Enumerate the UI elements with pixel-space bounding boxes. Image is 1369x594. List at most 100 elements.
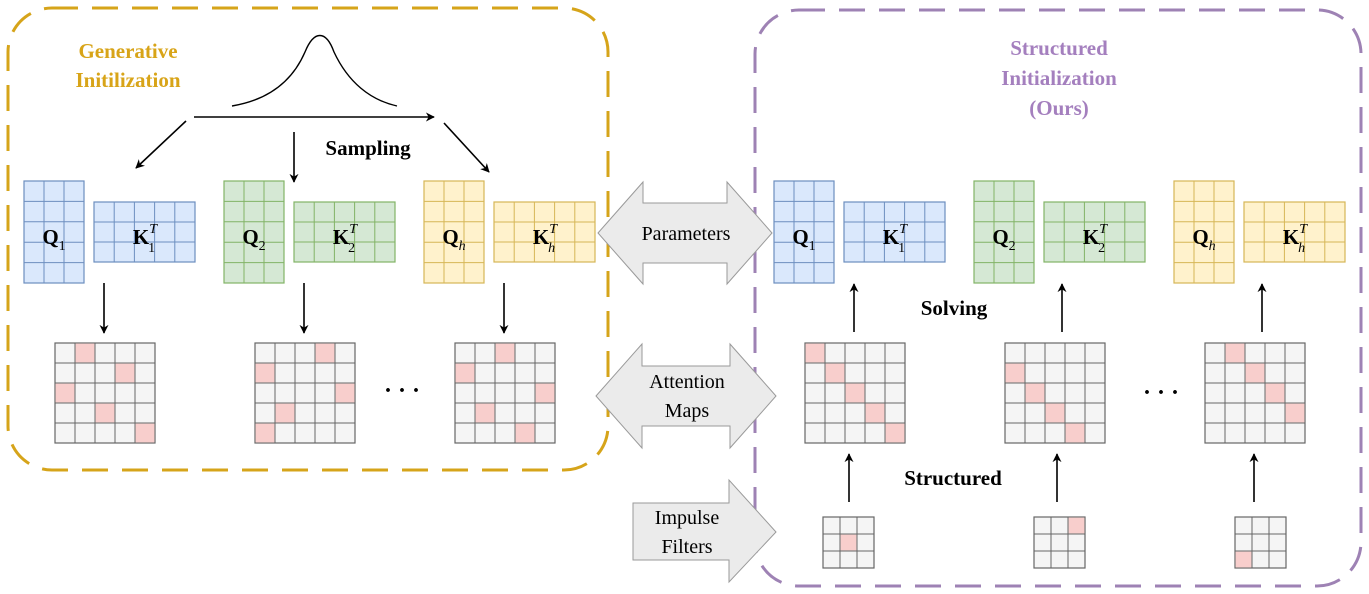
- struct-q3-subscript: h: [1209, 239, 1216, 254]
- structured-panel-border: [753, 8, 1363, 588]
- struct-attention-map-2-highlight-4: [1065, 423, 1085, 443]
- attention-maps-double-arrow: [595, 342, 777, 450]
- gen-k-label-2: KT 2: [333, 222, 358, 256]
- struct-attention-map-3-highlight-4: [1285, 403, 1305, 423]
- struct-attention-map-1-highlight-4: [865, 403, 885, 423]
- gen-q2-subscript: 2: [259, 239, 266, 254]
- gaussian-curve: [231, 34, 398, 107]
- gen-k3-subscript: h: [548, 241, 555, 256]
- struct-attention-map-1-highlight-3: [845, 383, 865, 403]
- struct-q-matrix-3: [1173, 180, 1235, 284]
- impulse-filters-label-line1: Impulse: [655, 507, 720, 529]
- struct-attention-map-2: [1004, 342, 1106, 444]
- gen-attention-map-3-highlight-3: [535, 383, 555, 403]
- gen-q-label-3: Qh: [442, 225, 465, 254]
- gen-q3-symbol: Q: [442, 225, 458, 249]
- structured-title-line2: Initialization: [1001, 66, 1117, 90]
- gen-attention-map-3: [454, 342, 556, 444]
- gen-attention-map-1-highlight-3: [55, 383, 75, 403]
- gen-attention-map-2: [254, 342, 356, 444]
- gen-attention-map-3-highlight-1: [495, 343, 515, 363]
- struct-k-matrix-1: [843, 201, 946, 263]
- gen-q-label-2: Q2: [242, 225, 265, 254]
- gen-attention-map-1-highlight-4: [95, 403, 115, 423]
- impulse-filter-2-highlight-1: [1068, 517, 1085, 534]
- gen-attention-map-1-highlight-5: [135, 423, 155, 443]
- gen-k1-superscript: T: [149, 222, 158, 237]
- struct-attention-map-1-highlight-5: [885, 423, 905, 443]
- struct-q1-symbol: Q: [792, 225, 808, 249]
- impulse-filter-2: [1033, 516, 1086, 569]
- struct-attention-map-3-highlight-3: [1265, 383, 1285, 403]
- attention-maps-label-line2: Maps: [665, 400, 710, 422]
- struct-k-matrix-3: [1243, 201, 1346, 263]
- gen-q-matrix-1: [23, 180, 85, 284]
- generative-title-line1: Generative: [78, 39, 177, 63]
- struct-attention-map-1-highlight-2: [825, 363, 845, 383]
- gen-q2-symbol: Q: [242, 225, 258, 249]
- gen-attention-map-2-highlight-1: [315, 343, 335, 363]
- gen-q3-subscript: h: [459, 239, 466, 254]
- struct-attention-map-3-highlight-1: [1225, 343, 1245, 363]
- struct-q3-symbol: Q: [1192, 225, 1208, 249]
- struct-attention-map-1: [804, 342, 906, 444]
- gen-attention-map-3-highlight-5: [515, 423, 535, 443]
- struct-q2-subscript: 2: [1009, 239, 1016, 254]
- struct-attention-map-2-highlight-3: [1045, 403, 1065, 423]
- sampling-arrow-left: [135, 120, 187, 169]
- gen-k2-subscript: 2: [348, 241, 355, 256]
- gen-k-matrix-1: [93, 201, 196, 263]
- struct-k3-superscript: T: [1299, 222, 1308, 237]
- gen-attention-map-2-highlight-4: [275, 403, 295, 423]
- struct-k2-symbol: K: [1083, 225, 1100, 249]
- gen-k2-superscript: T: [349, 222, 358, 237]
- impulse-filter-1-highlight-1: [840, 534, 857, 551]
- gen-attention-map-2-highlight-5: [255, 423, 275, 443]
- struct-attention-map-3: [1204, 342, 1306, 444]
- struct-attention-map-3-highlight-2: [1245, 363, 1265, 383]
- gen-attention-map-1: [54, 342, 156, 444]
- struct-q-label-1: Q1: [792, 225, 815, 254]
- structured-label: Structured: [904, 466, 1002, 490]
- struct-q-label-3: Qh: [1192, 225, 1215, 254]
- struct-k2-superscript: T: [1099, 222, 1108, 237]
- gen-k1-symbol: K: [133, 225, 150, 249]
- struct-q-matrix-2: [973, 180, 1035, 284]
- struct-k-label-1: KT 1: [883, 222, 908, 256]
- struct-k1-symbol: K: [883, 225, 900, 249]
- gen-attention-map-1-highlight-2: [115, 363, 135, 383]
- struct-k1-subscript: 1: [898, 241, 905, 256]
- struct-q1-subscript: 1: [809, 239, 816, 254]
- gen-q1-subscript: 1: [59, 239, 66, 254]
- attention-maps-label-line1: Attention: [649, 371, 725, 393]
- struct-attention-map-2-highlight-2: [1025, 383, 1045, 403]
- gen-q1-symbol: Q: [42, 225, 58, 249]
- struct-k2-subscript: 2: [1098, 241, 1105, 256]
- gen-k-matrix-3: [493, 201, 596, 263]
- structured-ellipsis: · · ·: [1143, 380, 1179, 406]
- gen-attention-map-1-highlight-1: [75, 343, 95, 363]
- impulse-filters-label-line2: Filters: [661, 536, 712, 558]
- impulse-filter-1: [822, 516, 875, 569]
- gen-k-matrix-2: [293, 201, 396, 263]
- gen-attention-map-3-highlight-4: [475, 403, 495, 423]
- parameters-label: Parameters: [642, 223, 731, 245]
- generative-ellipsis: · · ·: [384, 378, 420, 404]
- struct-k-label-2: KT 2: [1083, 222, 1108, 256]
- sampling-label: Sampling: [325, 136, 411, 160]
- struct-k1-superscript: T: [899, 222, 908, 237]
- gen-q-matrix-3: [423, 180, 485, 284]
- struct-k3-subscript: h: [1298, 241, 1305, 256]
- gen-attention-map-3-highlight-2: [455, 363, 475, 383]
- solving-label: Solving: [921, 296, 988, 320]
- parameters-double-arrow: [597, 180, 773, 286]
- gen-attention-map-2-highlight-3: [335, 383, 355, 403]
- gen-k3-symbol: K: [533, 225, 550, 249]
- gen-k2-symbol: K: [333, 225, 350, 249]
